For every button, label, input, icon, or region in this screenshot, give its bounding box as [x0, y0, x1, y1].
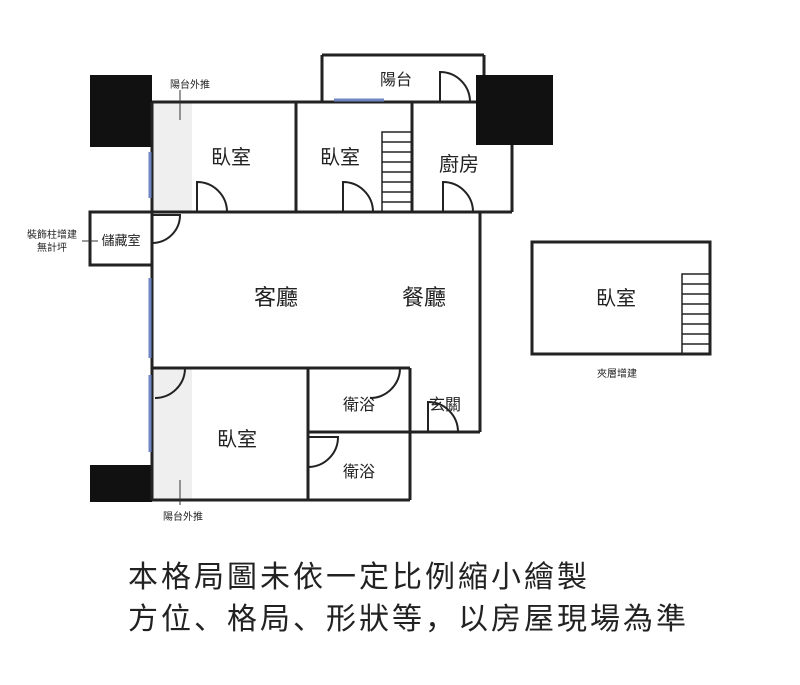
disclaimer-line-2: 方位、格局、形狀等，以房屋現場為準 — [128, 602, 689, 637]
door-bedroom-top-mid — [342, 180, 374, 213]
door-entrance — [427, 400, 459, 433]
label-bedroom-top-mid: 臥室 — [320, 145, 360, 169]
balcony-ext-area-bottom — [152, 368, 192, 500]
walls — [88, 53, 712, 502]
doors — [151, 70, 474, 468]
annotation-leaders — [82, 90, 181, 505]
annotation-balcony-ext-top: 陽台外推 — [170, 78, 210, 91]
disclaimer-line-1: 本格局圖未依一定比例縮小繪製 — [128, 560, 590, 595]
pillar-bottom-left — [90, 465, 152, 502]
pillar-top-left — [90, 75, 152, 147]
door-bath-upper — [369, 367, 402, 399]
label-living: 客廳 — [254, 286, 298, 311]
label-storage: 儲藏室 — [101, 233, 140, 249]
label-dining: 餐廳 — [402, 286, 446, 311]
windows — [148, 98, 384, 452]
door-balcony — [439, 70, 471, 103]
annotation-pillar-note-1: 裝飾柱增建 — [27, 228, 77, 241]
annotation-loft: 夾層增建 — [597, 367, 637, 380]
annotation-balcony-ext-bottom: 陽台外推 — [163, 510, 203, 523]
label-bath-upper: 衛浴 — [343, 395, 375, 414]
label-bedroom-top-left: 臥室 — [211, 145, 251, 169]
stairs-loft — [681, 273, 711, 355]
label-balcony: 陽台 — [380, 70, 412, 89]
door-kitchen — [442, 180, 474, 213]
door-bath-lower — [307, 436, 340, 468]
door-bedroom-top-left — [196, 180, 228, 213]
label-entrance: 玄關 — [429, 395, 461, 414]
stairs-top — [381, 131, 413, 213]
balcony-ext-area-top — [152, 103, 192, 213]
pillar-top-right — [476, 75, 553, 145]
door-bedroom-bottom — [154, 367, 187, 399]
door-storage — [151, 214, 182, 244]
annotation-pillar-note-2: 無計坪 — [37, 241, 67, 254]
label-bedroom-bottom: 臥室 — [217, 427, 257, 451]
label-kitchen: 廚房 — [439, 152, 479, 176]
label-bath-lower: 衛浴 — [343, 462, 375, 481]
label-loft-bedroom: 臥室 — [596, 286, 636, 310]
